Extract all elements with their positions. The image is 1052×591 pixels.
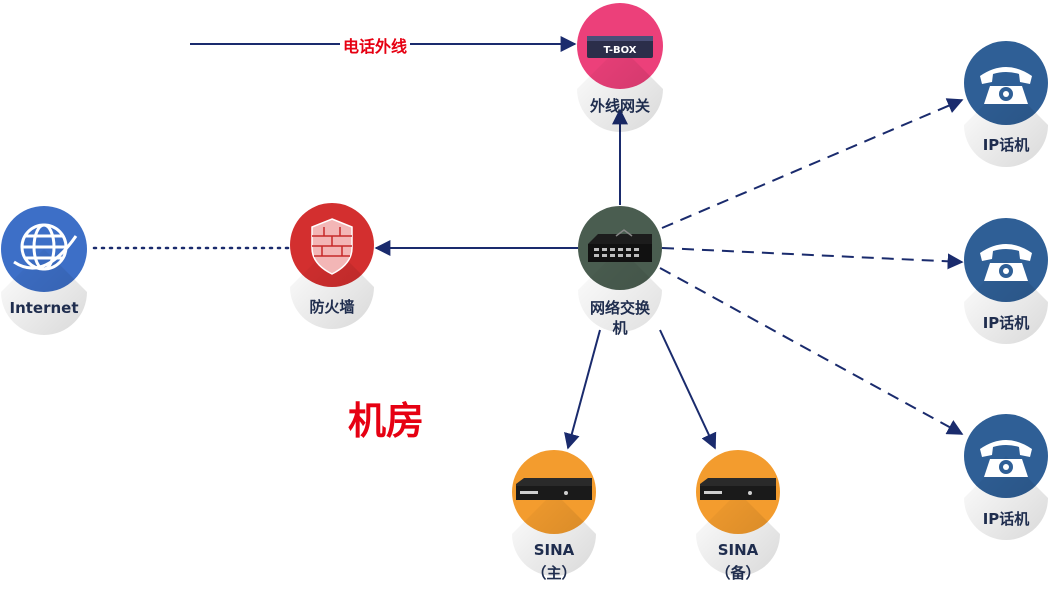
server-device-icon — [516, 478, 592, 500]
sina-backup-label-line2: （备） — [715, 564, 761, 582]
ip-phone-node-1 — [964, 41, 1048, 167]
sina-main-node — [512, 450, 596, 576]
internet-node — [1, 206, 87, 335]
shield-icon — [311, 218, 353, 275]
ip-phone-node-2 — [964, 218, 1048, 344]
firewall-node — [290, 203, 374, 329]
sina-backup-node — [696, 450, 780, 576]
room-label: 机房 — [348, 399, 425, 443]
telephone-icon — [980, 67, 1032, 104]
switch-device-icon — [588, 229, 652, 262]
switch-label-line1: 网络交换 — [589, 299, 650, 317]
tbox-label: 外线网关 — [589, 97, 650, 115]
tbox-device-text: T-BOX — [604, 45, 637, 56]
globe-icon — [13, 223, 78, 271]
edge-switch-to-sina-backup — [659, 329, 717, 450]
pstn-line-label: 电话外线 — [340, 33, 411, 57]
switch-label-line2: 机 — [612, 319, 628, 337]
sina-backup-label-line1: SINA — [717, 541, 759, 559]
sina-main-label-line1: SINA — [533, 541, 575, 559]
tbox-device-icon: T-BOX — [587, 36, 653, 58]
server-device-icon — [700, 478, 776, 500]
ip-phone-label-3: IP话机 — [982, 510, 1030, 528]
ip-phone-label-2: IP话机 — [982, 314, 1030, 332]
ip-phone-label-1: IP话机 — [982, 136, 1030, 154]
edge-switch-to-ipphone-3 — [659, 267, 964, 435]
edge-switch-to-ipphone-1 — [661, 98, 964, 229]
telephone-icon — [980, 440, 1032, 477]
ip-phone-node-3 — [964, 414, 1048, 540]
internet-label: Internet — [9, 299, 79, 317]
sina-main-label-line2: （主） — [531, 564, 577, 582]
telephone-icon — [980, 244, 1032, 281]
switch-node — [578, 206, 662, 332]
tbox-gateway-node: T-BOX — [577, 3, 663, 132]
edge-switch-to-ipphone-2 — [661, 247, 964, 270]
edge-switch-to-sina-main — [564, 329, 601, 450]
firewall-label: 防火墙 — [309, 298, 355, 316]
